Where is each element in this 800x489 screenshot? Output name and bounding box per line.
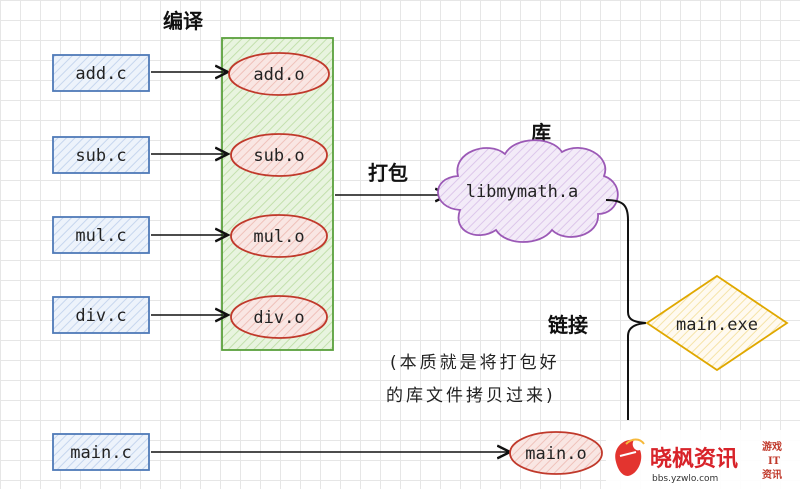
watermark-url: bbs.yzwlo.com [652,474,718,484]
link-label: 链接 [548,313,588,337]
object-mul: mul.o [230,214,328,258]
note-line-2: 的库文件拷贝过来) [386,386,556,406]
watermark-brand: 晓枫资讯 [650,446,738,472]
watermark-logo-icon [615,438,645,476]
library-cloud: libmymath.a [437,139,619,243]
watermark-side-1: 游戏 [762,440,782,453]
library-file-label: libmymath.a [466,182,579,202]
source-sub: sub.c [52,136,150,174]
object-div: div.o [230,295,328,339]
main-source-label: main.c [70,443,131,463]
object-add: add.o [228,52,330,96]
object-sub: sub.o [230,133,328,177]
object-label: mul.o [253,227,304,247]
note-line-1: (本质就是将打包好 [390,353,560,373]
link-brace [605,199,647,420]
output-diamond: main.exe [645,274,789,372]
watermark-side-3: 资讯 [762,468,782,481]
main-object: main.o [509,431,603,475]
source-label: div.c [75,306,126,326]
watermark: 晓枫资讯 bbs.yzwlo.com 游戏 IT 资讯 [606,430,800,489]
watermark-side-2: IT [768,456,781,467]
compile-label: 编译 [163,9,204,33]
main-source: main.c [52,433,150,471]
source-add: add.c [52,54,150,92]
main-object-label: main.o [525,444,586,464]
source-div: div.c [52,296,150,334]
source-label: sub.c [75,146,126,166]
source-label: add.c [75,64,126,84]
package-label: 打包 [368,161,408,185]
output-label: main.exe [676,315,758,335]
library-label: 库 [531,121,551,145]
object-label: sub.o [253,146,304,166]
source-mul: mul.c [52,216,150,254]
object-label: div.o [253,308,304,328]
source-label: mul.c [75,226,126,246]
object-label: add.o [253,65,304,85]
